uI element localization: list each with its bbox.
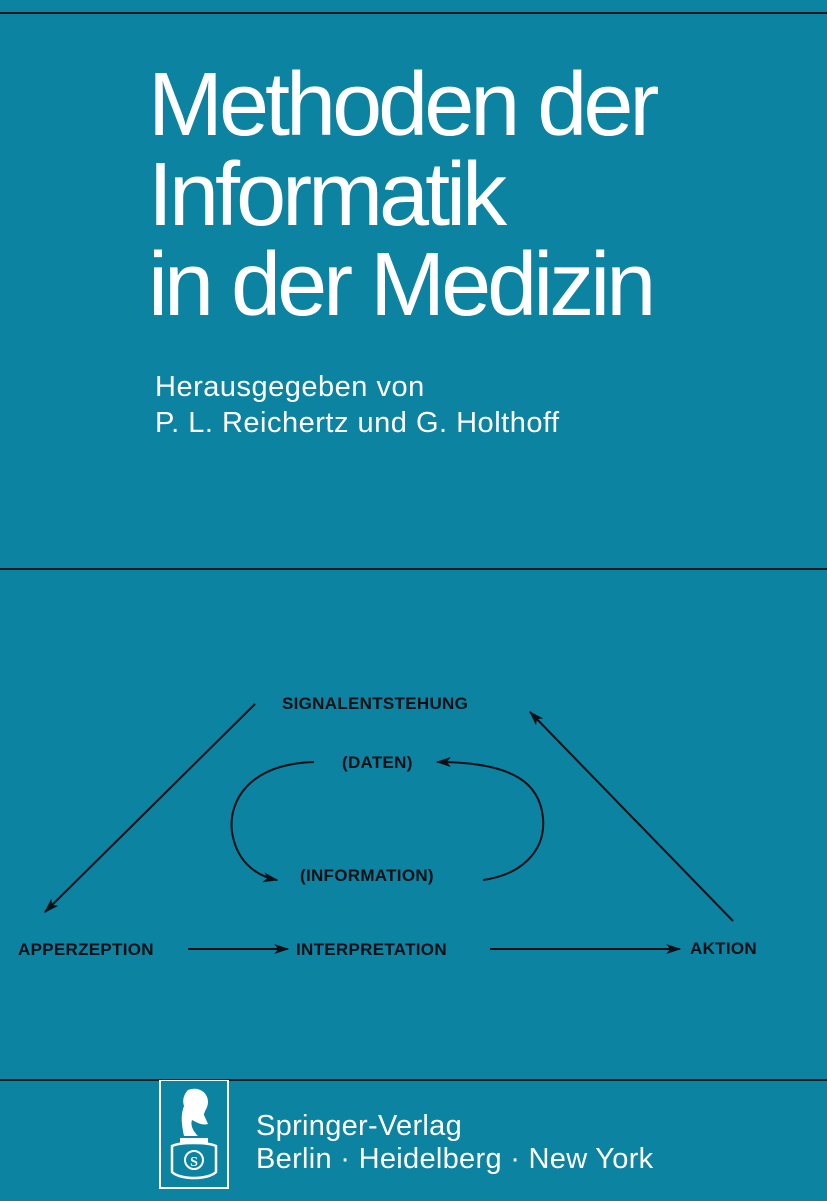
publisher-name: Springer-Verlag <box>256 1110 462 1142</box>
editor-names: P. L. Reichertz und G. Holthoff <box>155 407 560 439</box>
svg-text:S: S <box>190 1155 198 1170</box>
middle-rule <box>0 568 827 570</box>
editors-block: Herausgegeben von P. L. Reichertz und G.… <box>155 369 560 441</box>
title-line-3: in der Medizin <box>148 235 656 335</box>
top-rule <box>0 12 827 14</box>
label-aktion: AKTION <box>690 939 757 958</box>
label-signalentstehung: SIGNALENTSTEHUNG <box>282 694 469 713</box>
title-line-1: Methoden der <box>148 55 659 155</box>
arrow-daten-to-information <box>230 761 315 883</box>
arrow-information-to-daten <box>435 757 545 881</box>
bottom-rule <box>0 1079 827 1081</box>
editor-intro: Herausgegeben von <box>155 371 425 403</box>
arrow-aktion-to-signal <box>529 711 734 922</box>
book-title: Methoden der Informatik in der Medizin <box>148 55 659 335</box>
springer-knight-logo-icon: S <box>159 1080 229 1189</box>
label-information: (INFORMATION) <box>300 866 434 885</box>
arrow-signal-to-apperzeption <box>44 703 256 913</box>
label-daten: (DATEN) <box>342 753 413 772</box>
publisher-cities: Berlin · Heidelberg · New York <box>256 1143 654 1175</box>
title-line-2: Informatik <box>148 145 507 245</box>
label-interpretation: INTERPRETATION <box>296 940 447 959</box>
publisher-block: Springer-Verlag Berlin · Heidelberg · Ne… <box>256 1110 653 1176</box>
label-apperzeption: APPERZEPTION <box>18 940 154 959</box>
